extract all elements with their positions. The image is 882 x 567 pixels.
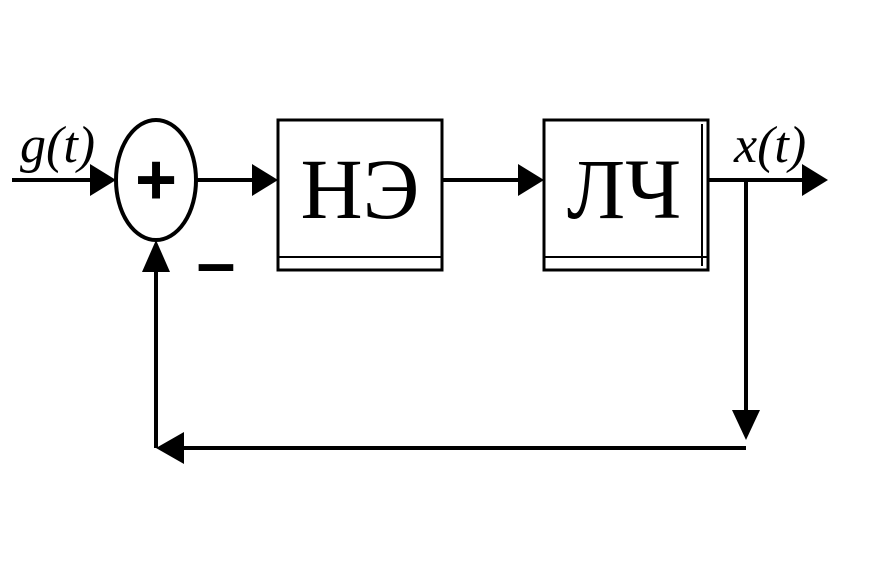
arrow-ne-to-lch — [442, 164, 544, 196]
block-ne-label: НЭ — [301, 141, 420, 237]
arrow-junction-to-ne — [196, 164, 278, 196]
input-arrow — [12, 164, 116, 196]
block-ne: НЭ — [276, 118, 444, 272]
input-signal-label: g(t) — [20, 117, 95, 174]
feedback-path — [142, 180, 760, 464]
output-arrow — [708, 164, 828, 196]
summing-junction: + — [114, 118, 198, 242]
block-lch-label: ЛЧ — [567, 141, 681, 237]
plus-sign: + — [135, 140, 177, 220]
block-lch: ЛЧ — [542, 118, 710, 272]
output-signal-label: x(t) — [733, 117, 806, 174]
minus-sign: – — [197, 223, 236, 301]
